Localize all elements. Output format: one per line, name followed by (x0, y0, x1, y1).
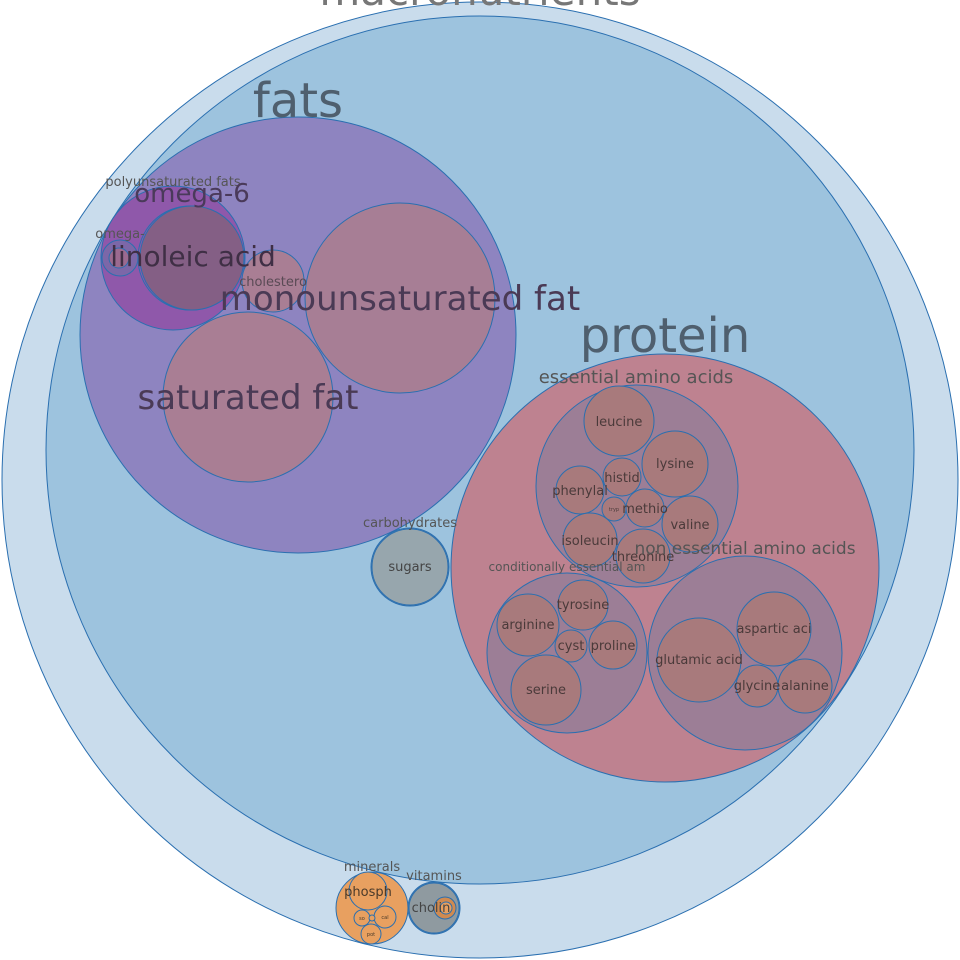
label-leucine: leucine (596, 415, 643, 430)
label-valine: valine (670, 518, 709, 533)
label-histidine: histid (604, 471, 640, 486)
bubble-glutamic (656, 617, 742, 703)
bubble-proline (588, 620, 638, 670)
bubble-alanine (777, 658, 833, 714)
label-tyrosine: tyrosine (557, 598, 609, 613)
bubble-threonine (615, 528, 671, 584)
label-lysine: lysine (656, 457, 694, 472)
label-sugars: sugars (388, 560, 432, 575)
label-fats: fats (253, 73, 343, 129)
bubble-leucine (583, 385, 655, 457)
bubble-labels: macronutrientsfatspolyunsaturated fatsom… (95, 0, 855, 938)
label-cholesterol: cholestero (239, 275, 307, 290)
bubble-lysine (641, 430, 709, 498)
bubble-omega3_inner (108, 247, 130, 269)
label-glycine: glycine (734, 679, 781, 694)
label-essential: essential amino acids (539, 367, 734, 388)
label-saturated: saturated fat (137, 378, 358, 418)
label-min_potassium: pot (367, 932, 375, 938)
label-choline: cholin (412, 901, 451, 916)
bubble-min_tiny (368, 914, 376, 922)
label-min_calcium: cal (381, 915, 388, 921)
bubble-phenylalanine (555, 465, 605, 515)
label-monounsaturated: monounsaturated fat (220, 279, 580, 319)
bubble-min_potassium (360, 923, 382, 945)
label-isoleucine: isoleucin (561, 534, 618, 549)
bubble-monounsaturated (304, 202, 496, 394)
bubble-arginine (496, 593, 560, 657)
bubble-cholesterol (241, 249, 305, 313)
label-proline: proline (591, 639, 636, 654)
label-carbohydrates: carbohydrates (363, 516, 457, 531)
label-alanine: alanine (781, 679, 829, 694)
bubble-vit_tiny (439, 901, 453, 915)
label-omega3: omega- (95, 227, 145, 242)
label-aspartic: aspartic aci (736, 622, 811, 637)
label-protein: protein (580, 308, 751, 364)
bubble-sugars (371, 528, 449, 606)
bubble-phosphorus (348, 871, 388, 911)
label-phosphorus: phosph (344, 885, 392, 900)
bubble-linoleic (139, 205, 245, 311)
bubble-valine (661, 495, 719, 553)
label-serine: serine (526, 683, 566, 698)
bubble-cystine (554, 629, 588, 663)
label-linoleic: linoleic acid (110, 240, 276, 273)
label-arginine: arginine (501, 618, 554, 633)
label-conditional: conditionally essential am (489, 560, 646, 574)
label-phenylalanine: phenylal (552, 484, 608, 499)
label-methionine: methio (622, 502, 668, 517)
bubble-saturated (162, 311, 334, 483)
label-min_sodium: so (359, 916, 365, 922)
bubble-tyrosine (557, 579, 609, 631)
bubble-isoleucine (562, 512, 618, 568)
bubble-serine (510, 654, 582, 726)
label-cystine: cyst (558, 639, 585, 654)
label-tryptophan: tryp (609, 507, 619, 513)
label-root: macronutrients (319, 0, 640, 15)
bubble-histidine (602, 457, 642, 497)
label-polyunsaturated: polyunsaturated fats (105, 175, 240, 190)
bubble-aspartic (736, 591, 812, 667)
label-glutamic: glutamic acid (655, 653, 743, 668)
label-threonine: threonine (612, 550, 674, 565)
label-minerals: minerals (344, 860, 400, 875)
label-omega6: omega-6 (134, 179, 250, 209)
label-vitamins: vitamins (406, 869, 462, 884)
label-nonessential: non essential amino acids (634, 539, 855, 559)
bubble-methionine (625, 488, 665, 528)
